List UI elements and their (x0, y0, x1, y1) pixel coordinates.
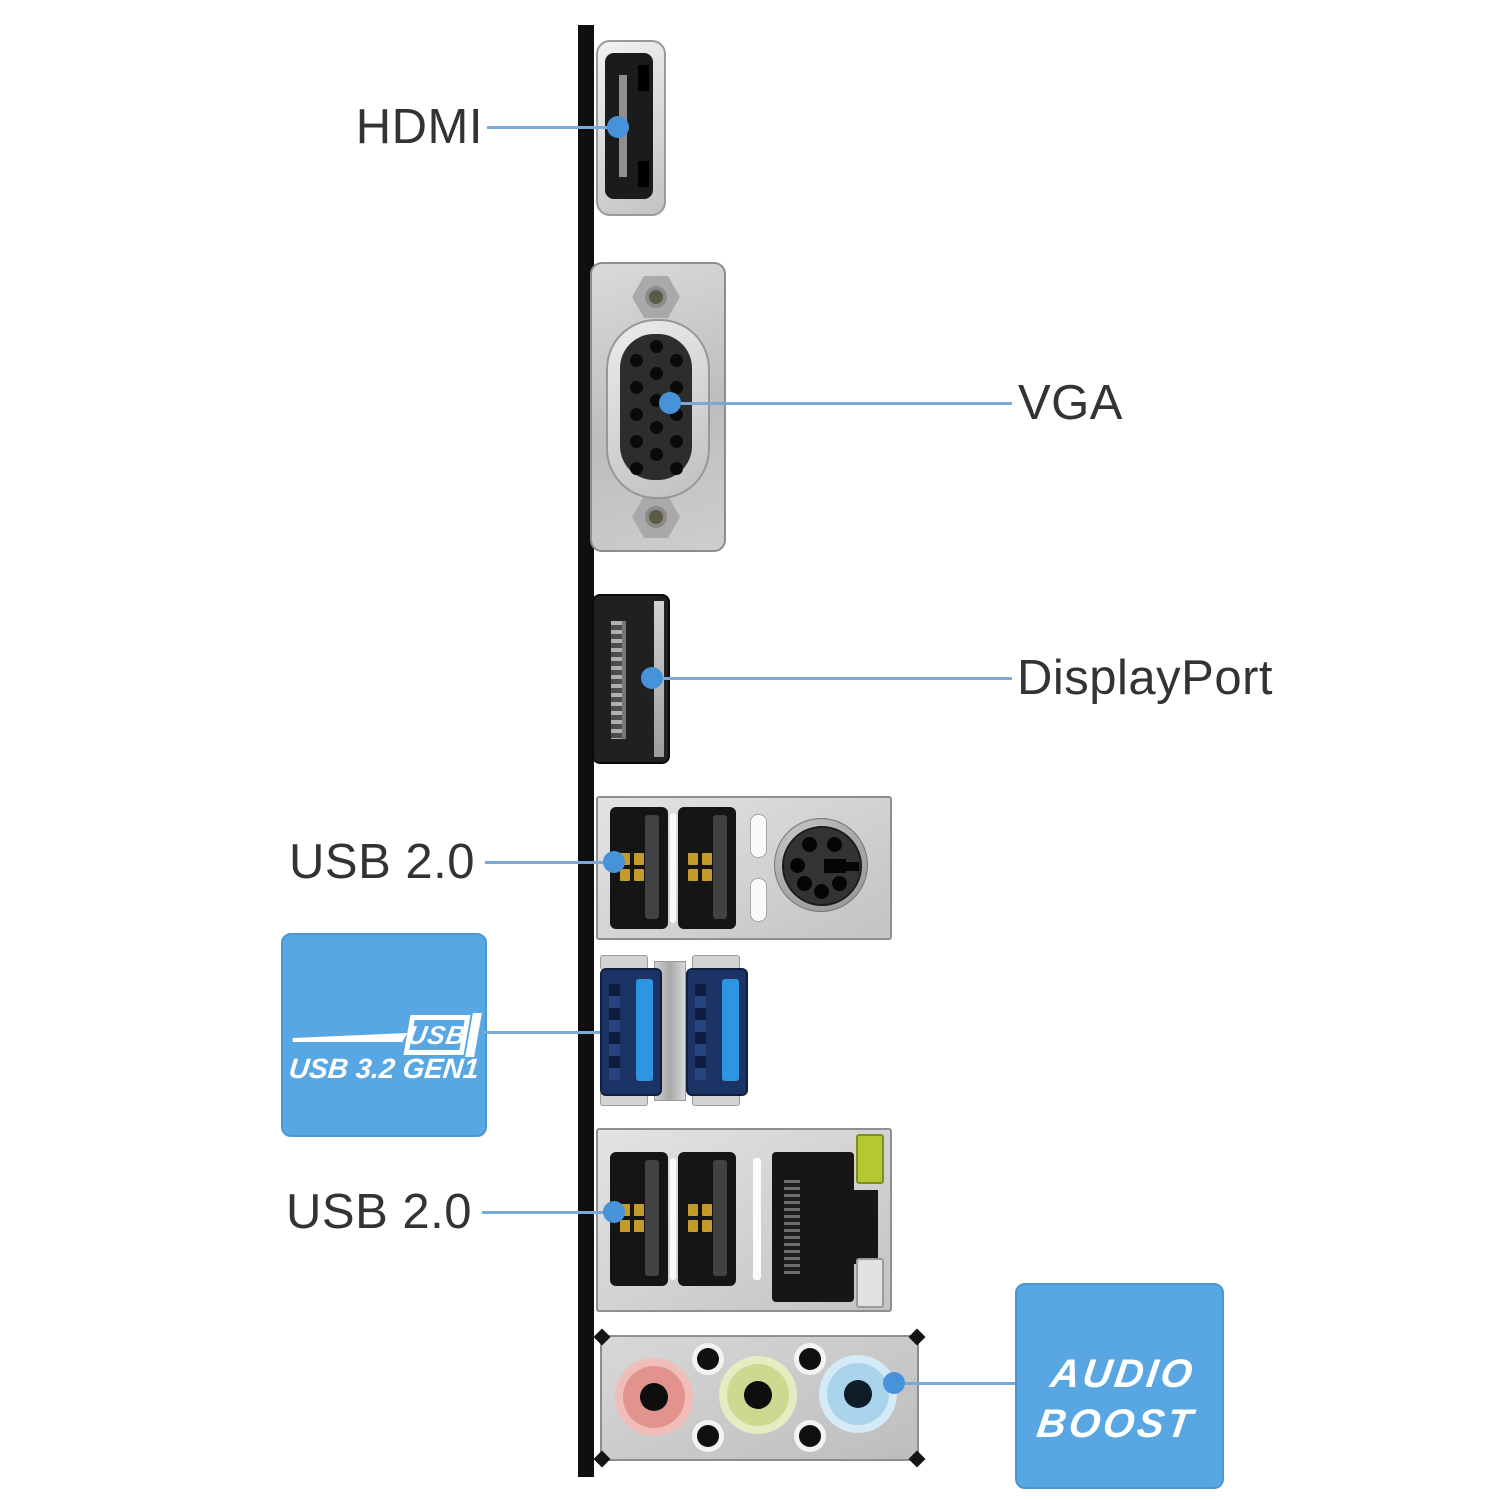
usb2-port-icon (610, 1152, 668, 1286)
usb2-top-leader-line (485, 861, 615, 864)
displayport-label: DisplayPort (1017, 651, 1274, 705)
ethernet-port-icon (772, 1152, 854, 1302)
hdmi-leader-dot (607, 116, 629, 138)
usb3-block (592, 955, 750, 1106)
usb32-leader-line (483, 1031, 613, 1034)
vga-leader-dot (659, 392, 681, 414)
usb32-caption: USB 3.2 GEN1 (287, 1053, 481, 1084)
usb2-lan-block (596, 1128, 892, 1312)
ps2-port-icon (774, 818, 868, 912)
vga-leader-line (670, 402, 1012, 405)
usb2-top-leader-dot (603, 851, 625, 873)
usb3-port-icon (686, 968, 748, 1096)
audio-jack-mic-icon (615, 1358, 693, 1436)
usb3-port-icon (600, 968, 662, 1096)
vga-port-icon (590, 262, 726, 552)
vga-dsub-insert (620, 334, 692, 480)
usb2-ps2-block (596, 796, 892, 940)
audio-jack-lineout-icon (719, 1356, 797, 1434)
lan-led-idle (856, 1258, 884, 1308)
usb32-gen1-badge: USB USB 3.2 GEN1 (281, 933, 487, 1137)
displayport-leader-line (652, 677, 1012, 680)
audio-boost-badge: AUDIO BOOST (1015, 1283, 1224, 1489)
usb2-bottom-leader-dot (603, 1201, 625, 1223)
audio-jack-block (593, 1328, 926, 1468)
audio-boost-text: AUDIO BOOST (1034, 1352, 1199, 1446)
hdmi-leader-line (487, 126, 619, 129)
usb2-bottom-leader-line (482, 1211, 615, 1214)
usb2-port-icon (678, 1152, 736, 1286)
usb2-top-label: USB 2.0 (289, 835, 475, 889)
usb2-bottom-label: USB 2.0 (286, 1185, 472, 1239)
displayport-leader-dot (641, 667, 663, 689)
vga-label: VGA (1018, 376, 1123, 430)
usb2-port-icon (678, 807, 736, 929)
audio-jack-linein-icon (819, 1355, 897, 1433)
hdmi-label: HDMI (355, 100, 483, 154)
lan-led-green (856, 1134, 884, 1184)
audio-leader-line (893, 1382, 1016, 1385)
audio-leader-dot (883, 1372, 905, 1394)
